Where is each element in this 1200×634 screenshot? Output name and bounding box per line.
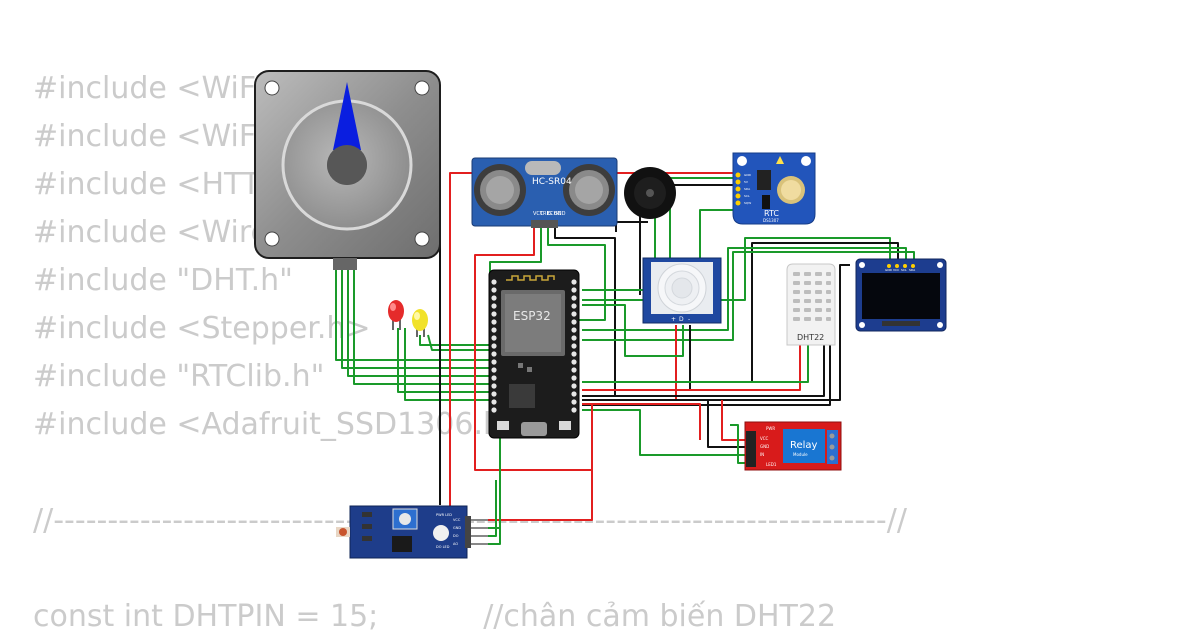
- pin-label: GND: [760, 444, 769, 449]
- wire[interactable]: [419, 335, 500, 346]
- pin-label: 5V: [744, 180, 749, 184]
- wire[interactable]: [554, 226, 616, 395]
- led-yellow[interactable]: [412, 309, 428, 337]
- wire[interactable]: [547, 226, 606, 321]
- pin-label: D: [679, 316, 684, 323]
- relay-module[interactable]: Relay Module PWR VCC GND IN LED1: [744, 421, 842, 471]
- wire[interactable]: [582, 345, 825, 397]
- pir-sensor[interactable]: + D -: [642, 257, 722, 324]
- pin-label: GND: [453, 526, 461, 530]
- pin-label: SDA: [909, 268, 916, 272]
- wire[interactable]: [582, 325, 677, 401]
- relay-sublabel: Module: [793, 452, 808, 457]
- code-line: const int DHTPIN = 15; //chân cảm biến D…: [33, 599, 837, 634]
- wire[interactable]: [488, 404, 593, 521]
- wire[interactable]: [730, 424, 748, 464]
- pin-label: SCL: [744, 194, 750, 198]
- pin-label: SDA: [744, 187, 751, 191]
- wire[interactable]: [488, 480, 497, 537]
- esp32-label: ESP32: [513, 309, 551, 323]
- wire[interactable]: [404, 328, 500, 401]
- ultrasonic-label: HC-SR04: [532, 177, 572, 187]
- wire[interactable]: [397, 328, 500, 393]
- rtc-module[interactable]: RTC DS1307 GND 5V SDA SCL SQW: [732, 152, 816, 225]
- wire[interactable]: [582, 264, 850, 401]
- wire[interactable]: [335, 258, 500, 361]
- pin-label: TRIG: [539, 211, 552, 217]
- wire[interactable]: [582, 304, 684, 357]
- pin-label: PWR: [766, 426, 775, 431]
- pin-label: VCC: [453, 518, 461, 522]
- pin-label: SQW: [744, 201, 751, 205]
- code-line: #include <Stepper.h>: [33, 311, 371, 346]
- pin-label: GND: [744, 173, 752, 177]
- pin-label: IN: [760, 452, 764, 457]
- pin-label: VCC: [760, 436, 769, 441]
- ldr-sensor-module[interactable]: PWR LED DO LED VCC GND DO AO: [336, 505, 488, 559]
- led-label: DO LED: [436, 545, 450, 549]
- led-red[interactable]: [388, 300, 404, 330]
- pin-label: VCC: [533, 211, 544, 217]
- wire[interactable]: [582, 345, 801, 391]
- wire[interactable]: [707, 400, 748, 448]
- pin-label: +: [671, 316, 676, 323]
- pin-label: GND: [554, 211, 566, 217]
- code-line: #include "DHT.h": [33, 263, 293, 298]
- wire[interactable]: [582, 177, 740, 301]
- wire[interactable]: [582, 325, 691, 391]
- pin-label: VCC: [893, 268, 899, 272]
- stepper-motor[interactable]: [254, 70, 441, 270]
- wire[interactable]: [751, 242, 899, 382]
- esp32-board[interactable]: ESP32: [488, 269, 580, 439]
- buzzer[interactable]: [624, 167, 676, 219]
- dht22-grille: [793, 272, 831, 321]
- pin-label: DO: [453, 534, 459, 538]
- esp32-pins: [491, 279, 577, 413]
- stepper-needle: [333, 82, 361, 150]
- rtc-label: RTC: [764, 209, 779, 218]
- wire[interactable]: [582, 345, 809, 383]
- pin-label: LED1: [766, 462, 777, 467]
- pin-label: ECHO: [547, 211, 561, 217]
- code-line: #include <Adafruit_SSD1306.h>: [33, 407, 528, 442]
- wire[interactable]: [721, 400, 748, 441]
- wire[interactable]: [582, 247, 907, 331]
- pin-label: SCL: [901, 268, 907, 272]
- led-label: PWR LED: [436, 513, 452, 517]
- wire[interactable]: [488, 420, 501, 545]
- dht22-label: DHT22: [797, 333, 824, 342]
- wire[interactable]: [582, 403, 701, 440]
- wire[interactable]: [341, 258, 500, 369]
- code-line: #include "RTClib.h": [33, 359, 325, 394]
- pin-label: GND: [885, 268, 893, 272]
- ultrasonic-sensor[interactable]: HC-SR04 VCC TRIG ECHO GND: [471, 157, 618, 228]
- wire[interactable]: [582, 409, 748, 456]
- wire[interactable]: [427, 334, 500, 351]
- oled-display[interactable]: GND VCC SCL SDA: [855, 258, 947, 332]
- wire[interactable]: [615, 221, 648, 232]
- pin-label: AO: [453, 542, 458, 546]
- pin-label: -: [688, 316, 690, 323]
- rtc-sublabel: DS1307: [763, 218, 779, 223]
- wire[interactable]: [353, 258, 500, 385]
- relay-label: Relay: [790, 440, 818, 451]
- dht22-sensor[interactable]: DHT22: [786, 263, 836, 346]
